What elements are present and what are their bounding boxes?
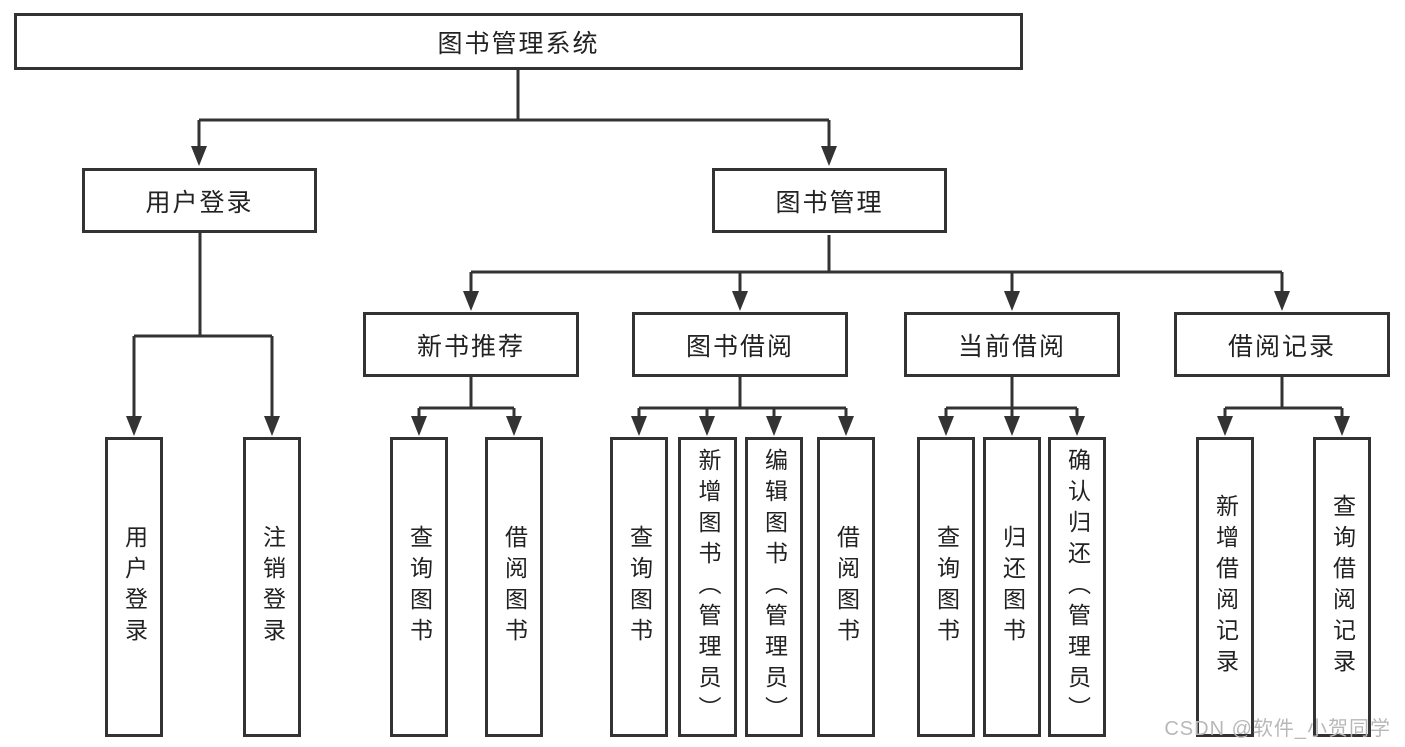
leaf-borrow-query-books-label: 查询图书: [626, 525, 653, 649]
node-user-login-branch: 用户登录: [82, 168, 317, 233]
leaf-confirm-return-admin: 确认归还（管理员）: [1048, 437, 1106, 737]
leaf-user-login-label: 用户登录: [121, 525, 148, 649]
leaf-borrow-query-books: 查询图书: [610, 437, 668, 737]
leaf-user-login: 用户登录: [105, 437, 163, 737]
leaf-add-books-admin-label: 新增图书（管理员）: [695, 447, 721, 727]
node-book-borrow: 图书借阅: [632, 312, 848, 377]
leaf-recommend-query-books-label: 查询图书: [406, 525, 433, 649]
leaf-current-query-books: 查询图书: [917, 437, 975, 737]
leaf-borrow-borrow-books-label: 借阅图书: [833, 525, 860, 649]
node-root-system: 图书管理系统: [14, 13, 1023, 70]
leaf-confirm-return-admin-label: 确认归还（管理员）: [1064, 447, 1091, 727]
leaf-logout-label: 注销登录: [259, 525, 286, 649]
leaf-add-borrow-record-label: 新增借阅记录: [1212, 494, 1239, 680]
leaf-borrow-borrow-books: 借阅图书: [817, 437, 875, 737]
leaf-add-borrow-record: 新增借阅记录: [1196, 437, 1254, 737]
leaf-query-borrow-record: 查询借阅记录: [1313, 437, 1371, 737]
arrowheads: [126, 146, 1350, 436]
leaf-query-borrow-record-label: 查询借阅记录: [1329, 494, 1356, 680]
leaf-add-books-admin: 新增图书（管理员）: [678, 437, 737, 737]
node-borrow-records: 借阅记录: [1174, 312, 1390, 377]
leaf-return-books: 归还图书: [983, 437, 1041, 737]
leaf-logout: 注销登录: [243, 437, 301, 737]
leaf-edit-books-admin-label: 编辑图书（管理员）: [761, 447, 788, 727]
leaf-current-query-books-label: 查询图书: [933, 525, 960, 649]
node-current-borrow: 当前借阅: [904, 312, 1120, 377]
leaf-recommend-borrow-books-label: 借阅图书: [501, 525, 528, 649]
leaf-recommend-borrow-books: 借阅图书: [485, 437, 543, 737]
node-new-book-recommend: 新书推荐: [363, 312, 579, 377]
leaf-edit-books-admin: 编辑图书（管理员）: [745, 437, 803, 737]
node-book-management-branch: 图书管理: [712, 168, 947, 233]
leaf-recommend-query-books: 查询图书: [390, 437, 448, 737]
leaf-return-books-label: 归还图书: [999, 525, 1026, 649]
